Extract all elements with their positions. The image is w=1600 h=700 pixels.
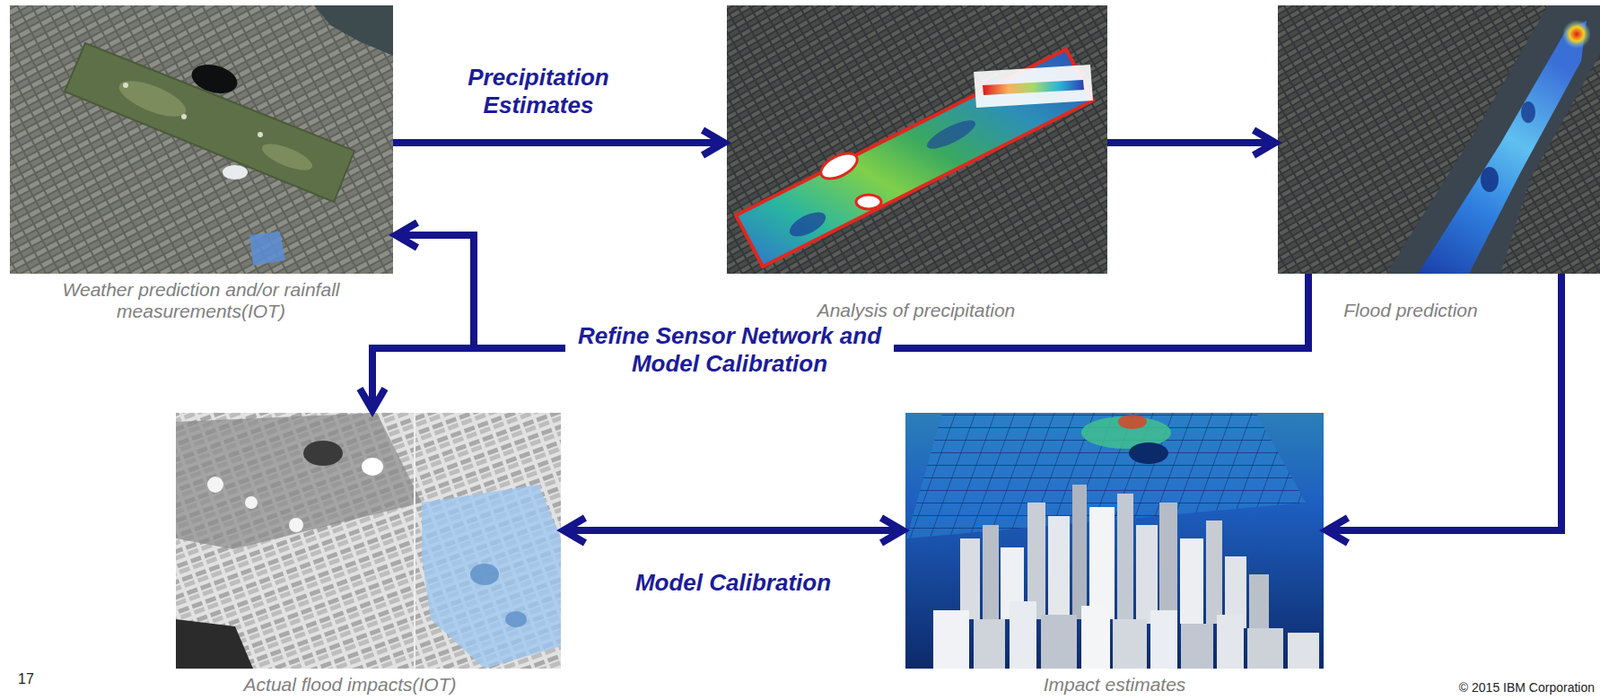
illustration-part (1180, 623, 1214, 669)
copyright-note: © 2015 IBM Corporation (1459, 680, 1595, 695)
flow-arrow (393, 139, 719, 147)
illustration-part (257, 131, 263, 138)
illustration-part (982, 524, 999, 624)
illustration-part (1150, 610, 1178, 669)
image-panel: Actual flood impacts(IOT) (175, 412, 561, 669)
illustration-part (1277, 5, 1600, 274)
illustration-part (1117, 493, 1134, 624)
illustration-part (1009, 601, 1037, 669)
illustration-part (960, 538, 980, 620)
flow-arrow (372, 273, 1309, 405)
arrow-label: Refine Sensor Network and Model Calibrat… (565, 320, 894, 380)
illustration-part (314, 5, 394, 56)
illustration-part (816, 148, 861, 184)
illustration-part (735, 49, 1093, 267)
illustration-part (181, 113, 187, 120)
illustration-part (1521, 101, 1536, 123)
illustration-part (1048, 515, 1070, 624)
illustration-part (258, 138, 315, 175)
panel-caption: Actual flood impacts(IOT) (206, 673, 494, 696)
connectors (372, 142, 1562, 531)
panel-caption: Impact estimates (997, 673, 1232, 696)
illustration-part (786, 207, 830, 242)
illustration-part (288, 517, 304, 533)
illustration-part (413, 412, 416, 669)
flood-photo (1277, 5, 1600, 274)
arrow-label: Precipitation Estimates (430, 63, 647, 120)
arrow-label: Model Calibration (635, 568, 831, 597)
illustration-part (856, 194, 882, 210)
illustration-part (1417, 20, 1587, 274)
illustration-part (1089, 507, 1115, 620)
illustration-part (222, 165, 248, 180)
illustration-part (1118, 414, 1147, 429)
illustration-part (923, 114, 980, 154)
flow-arrow (568, 526, 898, 534)
illustration-part (1216, 614, 1244, 669)
illustration-part (207, 476, 224, 493)
illustration-part (1072, 484, 1087, 620)
image-panel: Impact estimates (905, 412, 1324, 669)
image-panel: Analysis of precipitation (726, 5, 1108, 274)
illustration-part (114, 73, 192, 124)
flood-impact-photo (175, 412, 561, 669)
image-panel: Weather prediction and/or rainfall measu… (9, 5, 394, 274)
illustration-part (175, 412, 422, 550)
illustration-part (905, 412, 1324, 669)
panel-caption: Weather prediction and/or rainfall measu… (52, 279, 350, 322)
illustration-part (303, 440, 343, 466)
illustration-part (361, 457, 384, 476)
illustration-part (973, 619, 1006, 669)
illustration-part (1562, 19, 1592, 49)
impact-3d-photo (905, 412, 1324, 669)
illustration-part (1247, 628, 1284, 669)
precipitation-photo (726, 5, 1108, 274)
illustration-part (1128, 442, 1169, 464)
illustration-part (1112, 619, 1147, 669)
illustration-part (1287, 632, 1320, 669)
illustration-part (175, 619, 254, 669)
illustration-part (933, 610, 970, 669)
illustration-part (1180, 538, 1204, 624)
illustration-part (122, 82, 129, 88)
panel-caption: Flood prediction (1320, 299, 1501, 322)
weather-photo (9, 5, 394, 274)
illustration-part (1249, 574, 1269, 633)
flow-arrow (1107, 139, 1270, 147)
page-number: 17 (17, 671, 35, 688)
panel-caption: Analysis of precipitation (754, 299, 1078, 322)
illustration-part (1386, 5, 1600, 274)
illustration-part (9, 5, 394, 274)
illustration-part (421, 484, 561, 669)
illustration-part (1159, 502, 1178, 624)
illustration-part (175, 412, 561, 669)
illustration-part (1206, 520, 1223, 624)
illustration-part (64, 43, 355, 202)
illustration-part (505, 611, 527, 628)
illustration-part (249, 231, 286, 266)
illustration-part (470, 563, 499, 586)
illustration-part (726, 5, 1108, 274)
illustration-part (1040, 614, 1077, 669)
image-panel: Flood prediction (1277, 5, 1600, 274)
illustration-part (973, 64, 1093, 108)
illustration-part (1136, 524, 1158, 624)
illustration-part (188, 60, 241, 98)
illustration-part (1081, 605, 1111, 669)
illustration-part (982, 79, 1085, 96)
illustration-part (1480, 166, 1499, 193)
illustration-part (244, 496, 258, 509)
